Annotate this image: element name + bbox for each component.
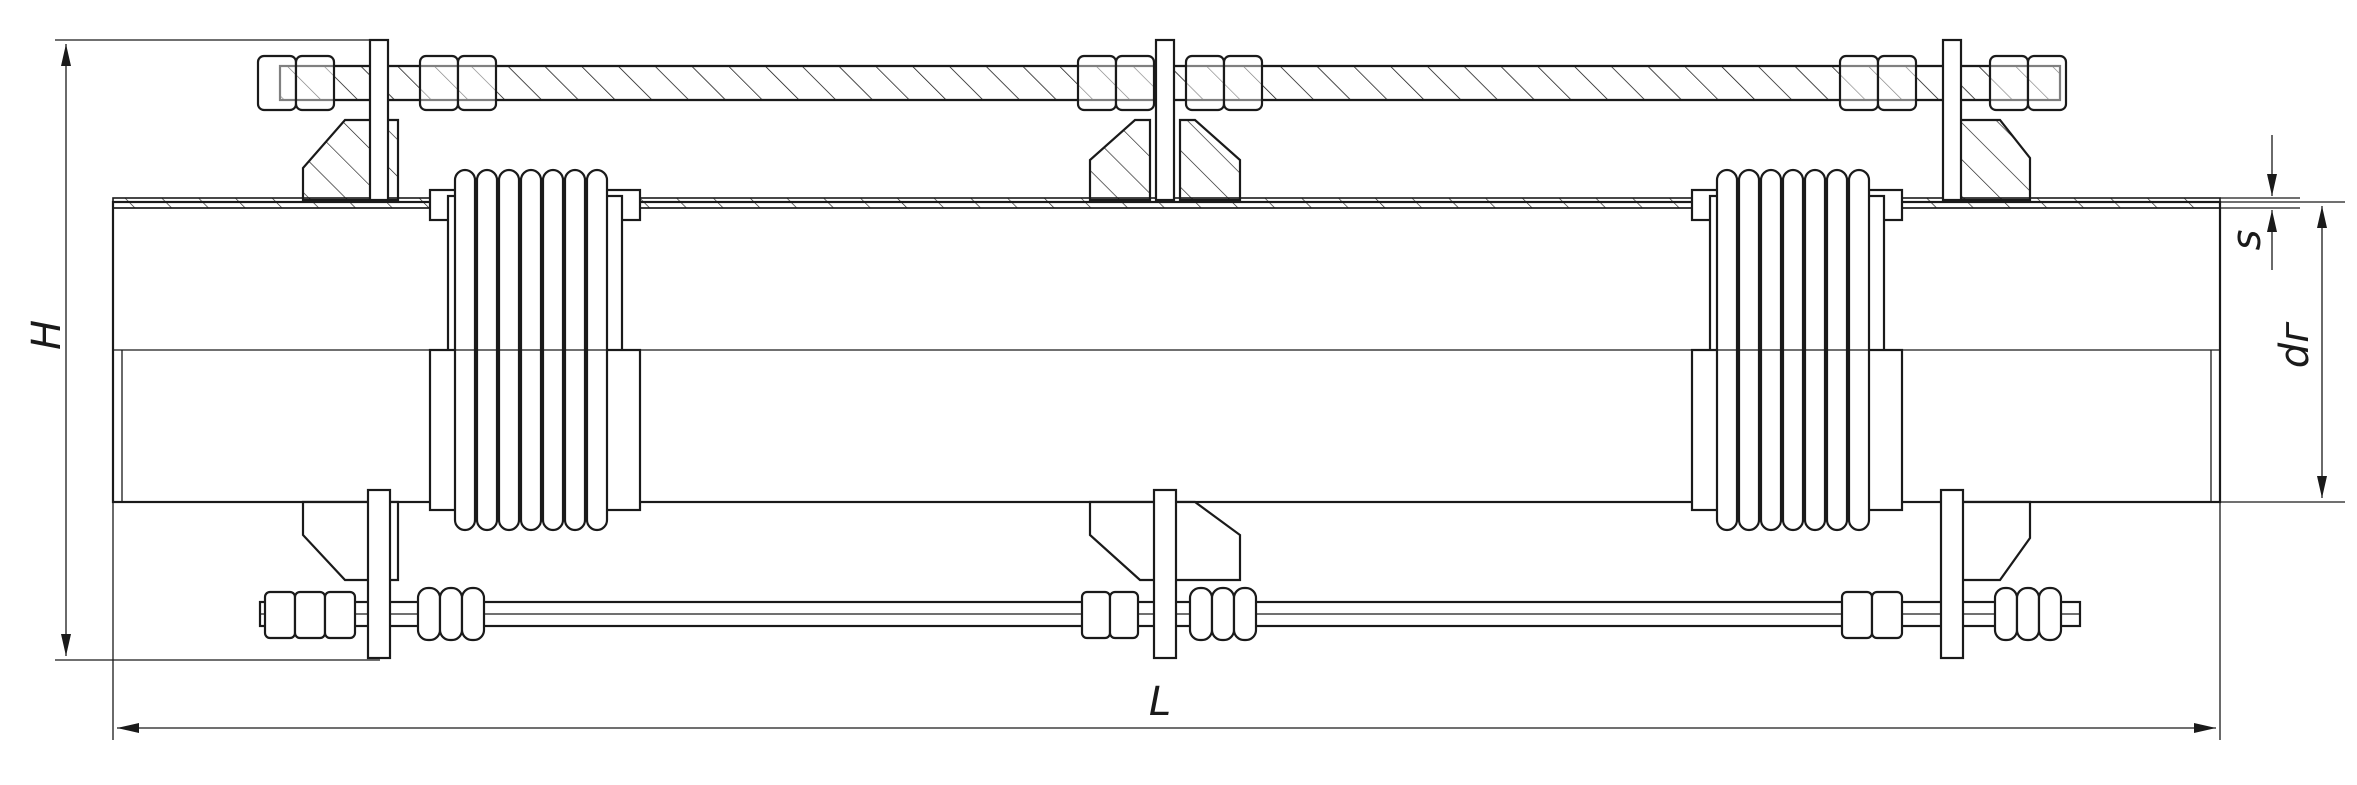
bellows-right	[1690, 168, 1904, 532]
length-label: L	[1149, 679, 1171, 725]
bellows-left	[428, 168, 642, 532]
top-lug-center	[1088, 38, 1242, 202]
height-label: H	[24, 320, 70, 350]
dimension-dg: dг	[2220, 201, 2345, 503]
diameter-label: dг	[2272, 321, 2318, 368]
bottom-lug-center	[1088, 488, 1242, 660]
dimension-l: L	[112, 502, 2221, 740]
top-lug-left	[301, 38, 400, 202]
bottom-nuts	[263, 586, 2063, 642]
dimension-h: H	[24, 39, 380, 661]
bottom-lug-left	[301, 488, 400, 660]
thickness-label: s	[2224, 230, 2270, 251]
bottom-lug-right	[1939, 488, 2032, 660]
top-lug-right	[1941, 38, 2032, 202]
dimension-s: s	[2220, 135, 2300, 270]
